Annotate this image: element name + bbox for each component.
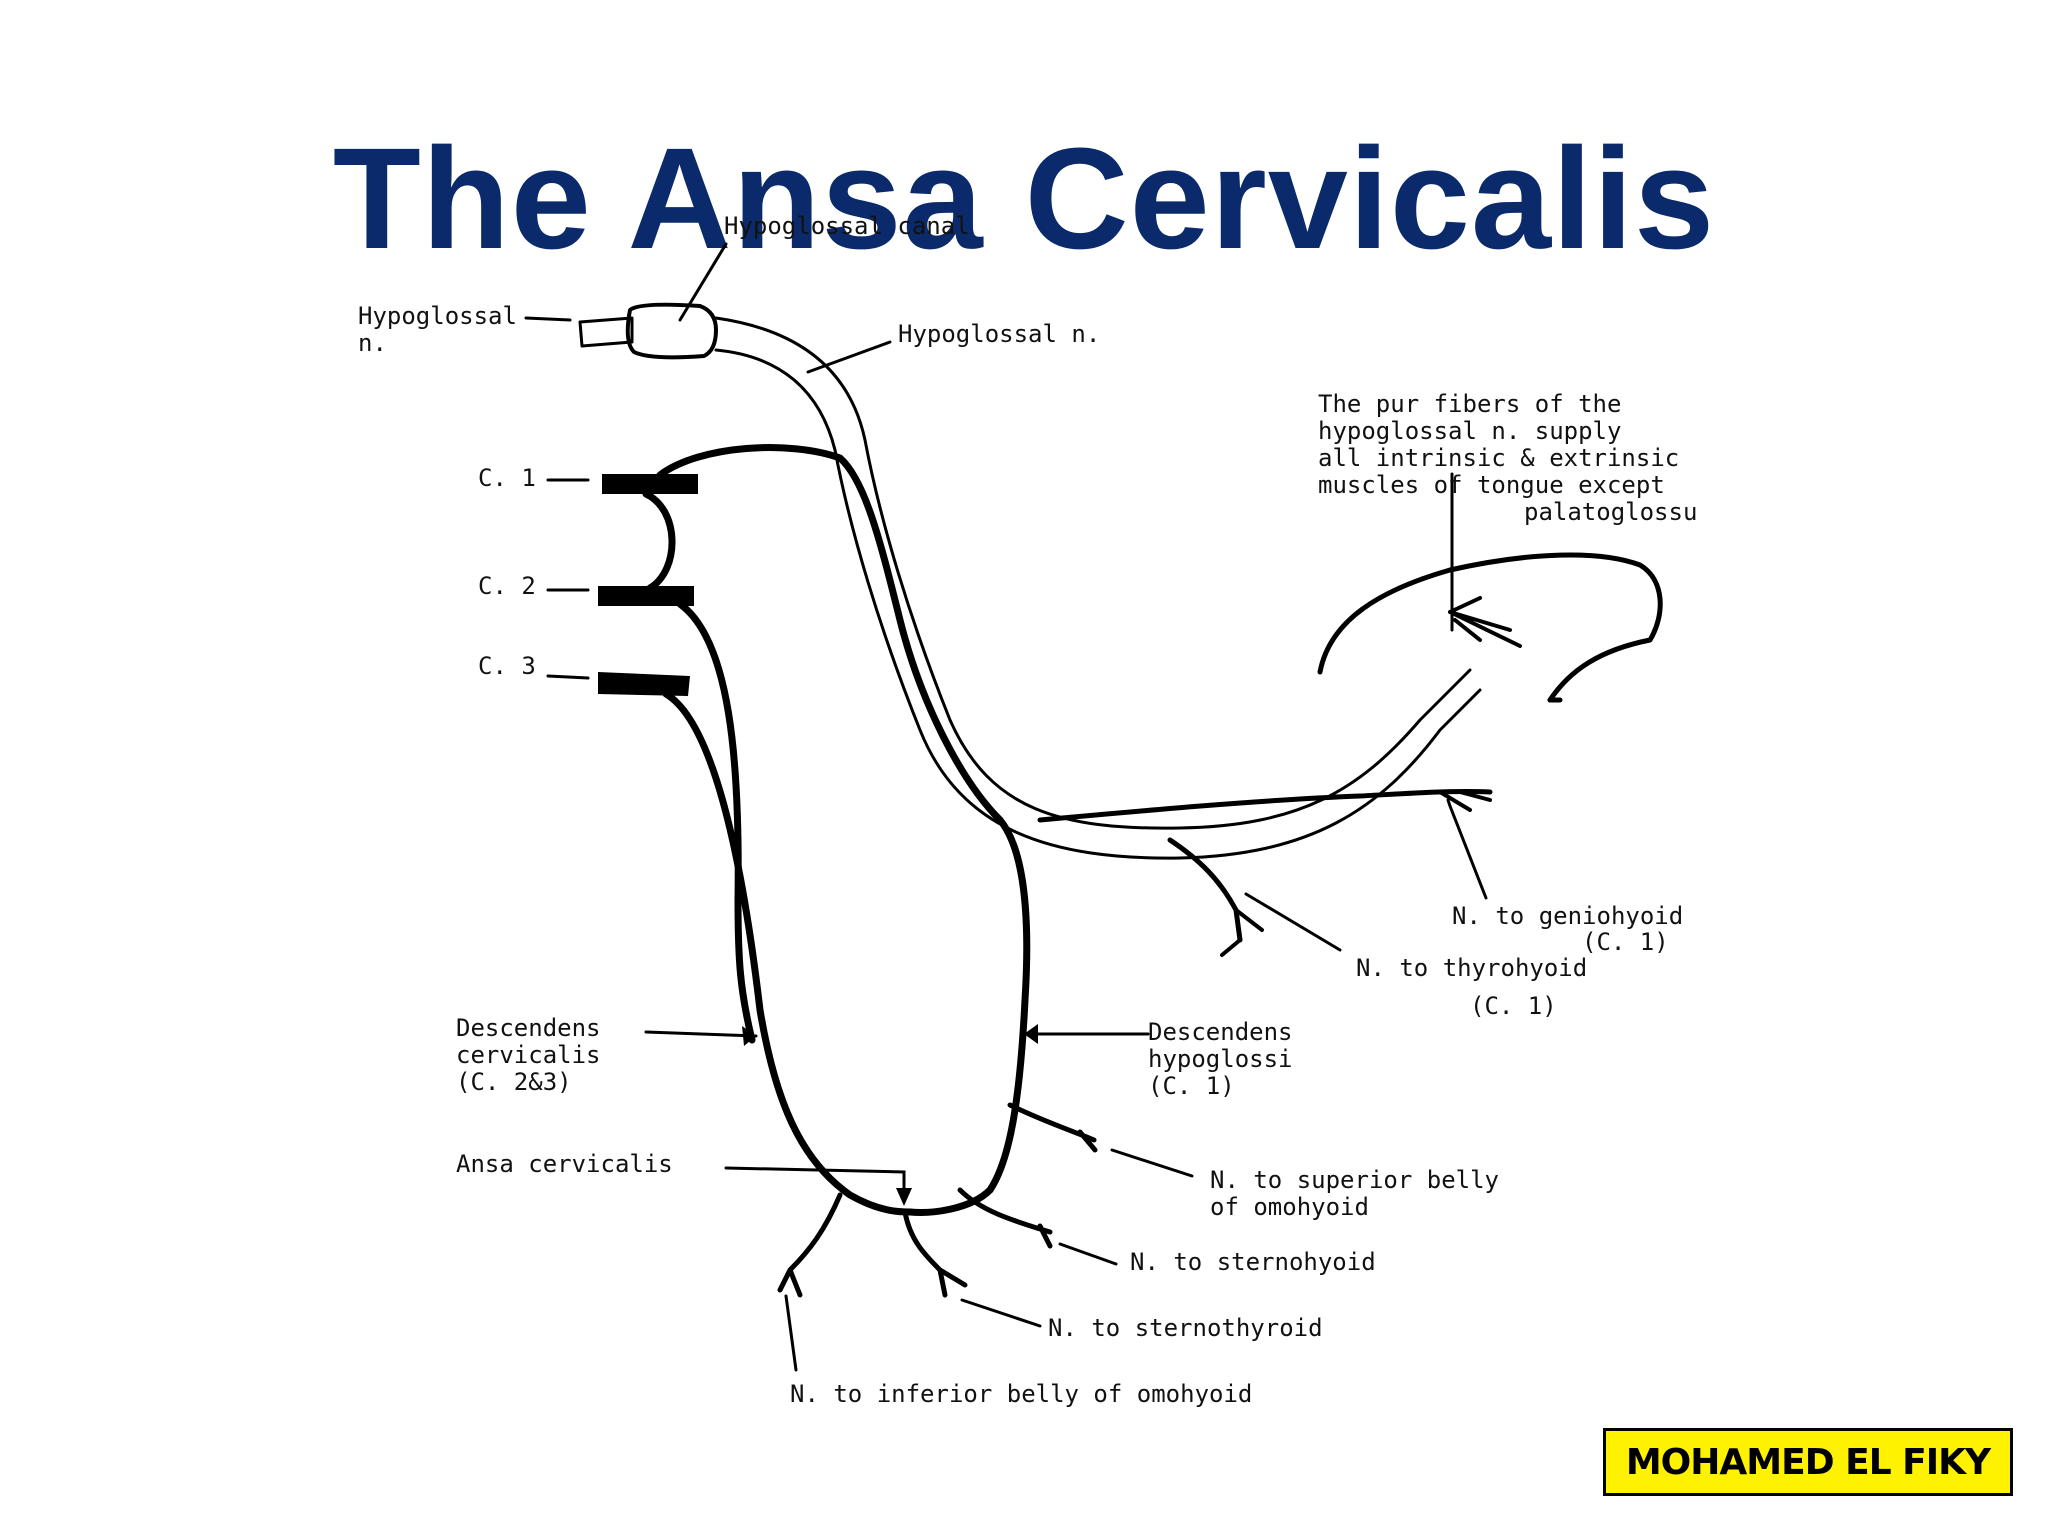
label-hypoglossal-n: Hypoglossal n. (898, 320, 1100, 348)
label-sup-omohyoid-2: of omohyoid (1210, 1193, 1369, 1221)
leader-lines (524, 242, 1488, 1372)
slide-title: The Ansa Cervicalis (332, 118, 1716, 280)
hypoglossal-canal-shape (578, 302, 718, 360)
label-pure-fibers-1: The pur fibers of the (1318, 390, 1621, 418)
hypoglossal-nerve-trunk (714, 316, 1482, 860)
label-c2: C. 2 (478, 572, 536, 600)
label-pure-fibers-2: hypoglossal n. supply (1318, 417, 1621, 445)
label-desc-hypoglossi-1: Descendens (1148, 1018, 1293, 1046)
label-sternohyoid: N. to sternohyoid (1130, 1248, 1376, 1276)
label-thyrohyoid-2: (C. 1) (1470, 992, 1557, 1020)
label-desc-cervicalis-1: Descendens (456, 1014, 601, 1042)
label-c1: C. 1 (478, 464, 536, 492)
label-thyrohyoid-1: N. to thyrohyoid (1356, 954, 1587, 982)
label-geniohyoid-2: (C. 1) (1582, 928, 1669, 956)
label-desc-cervicalis-2: cervicalis (456, 1041, 601, 1069)
label-c3: C. 3 (478, 652, 536, 680)
label-hypoglossal-canal: Hypoglossal canal (724, 212, 970, 240)
descendens-hypoglossi (906, 816, 1031, 1216)
label-ansa-cervicalis: Ansa cervicalis (456, 1150, 673, 1178)
label-desc-cervicalis-3: (C. 2&3) (456, 1068, 572, 1096)
label-inf-omohyoid: N. to inferior belly of omohyoid (790, 1380, 1252, 1408)
label-geniohyoid-1: N. to geniohyoid (1452, 902, 1683, 930)
tongue-outline (1317, 552, 1663, 703)
label-desc-hypoglossi-2: hypoglossi (1148, 1045, 1293, 1073)
descendens-cervicalis (676, 600, 756, 1044)
author-badge: MOHAMED EL FIKY (1603, 1428, 2013, 1496)
label-hypoglossal-left-2: n. (358, 329, 387, 357)
cervical-roots (598, 444, 1004, 824)
label-pure-fibers-3: all intrinsic & extrinsic (1318, 444, 1679, 472)
label-hypoglossal-left-1: Hypoglossal (358, 302, 517, 330)
label-sternothyroid: N. to sternothyroid (1048, 1314, 1323, 1342)
label-pure-fibers-4: muscles of tongue except (1318, 471, 1665, 499)
label-pure-fibers-5: palatoglossu (1524, 498, 1697, 526)
label-sup-omohyoid-1: N. to superior belly (1210, 1166, 1499, 1194)
label-desc-hypoglossi-3: (C. 1) (1148, 1072, 1235, 1100)
